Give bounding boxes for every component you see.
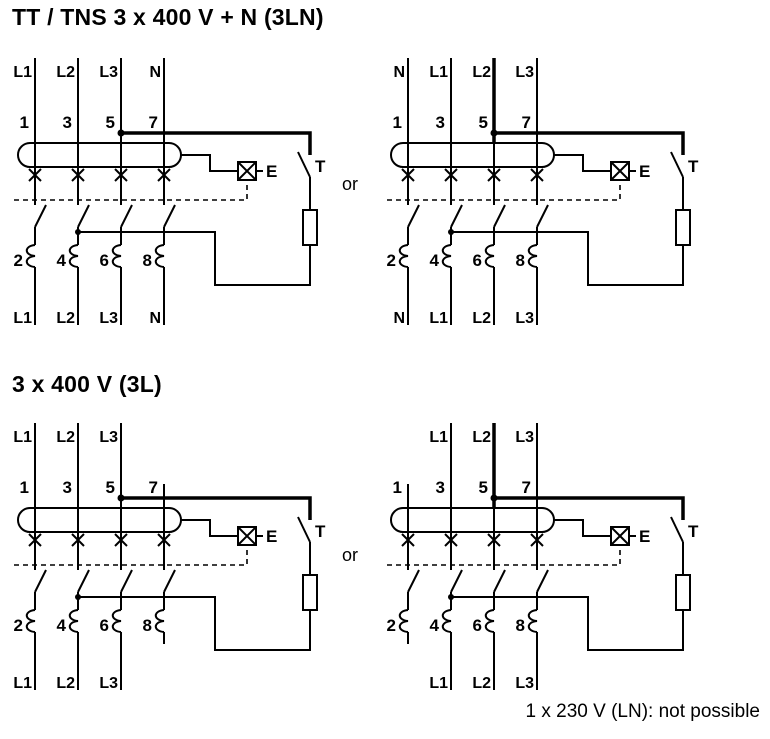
- bottom-phase-label-4: L3: [515, 675, 534, 692]
- top-phase-label-1: N: [393, 64, 405, 81]
- terminal-number-1: 1: [20, 113, 29, 132]
- terminal-number-3: 3: [436, 113, 445, 132]
- top-phase-label-4: L3: [515, 429, 534, 446]
- top-phase-label-2: L2: [56, 64, 75, 81]
- test-label: T: [315, 157, 326, 176]
- terminal-number-4: 4: [430, 616, 440, 635]
- terminal-number-7: 7: [522, 113, 531, 132]
- bottom-phase-label-4: L3: [515, 310, 534, 327]
- bottom-phase-label-1: L1: [13, 675, 32, 692]
- conductor-stubs: [407, 58, 538, 325]
- diagram-3ln-variant-b: N L1 L2 L3 1 3 5 7 2 4 6 8 N L1 L2 L3 E …: [385, 58, 699, 327]
- terminal-number-6: 6: [100, 251, 109, 270]
- terminal-number-7: 7: [149, 113, 158, 132]
- terminal-number-5: 5: [479, 113, 488, 132]
- or-label-bottom: or: [342, 545, 359, 565]
- bottom-phase-label-3: L2: [472, 675, 491, 692]
- top-phase-label-3: L2: [472, 429, 491, 446]
- bottom-phase-label-3: L3: [99, 675, 118, 692]
- terminal-number-8: 8: [143, 251, 152, 270]
- terminal-number-2: 2: [387, 251, 396, 270]
- terminal-number-8: 8: [516, 616, 525, 635]
- top-phase-label-3: L3: [99, 64, 118, 81]
- top-phase-label-2: L1: [429, 64, 448, 81]
- top-phase-label-1: L1: [13, 429, 32, 446]
- terminal-number-6: 6: [100, 616, 109, 635]
- diagram-3l-variant-a: L1 L2 L3 1 3 5 7 2 4 6 8 L1 L2 L3 E T: [12, 423, 326, 692]
- diagram-3ln-variant-a: L1 L2 L3 N 1 3 5 7 2 4 6 8 L1 L2 L3 N E …: [12, 58, 326, 327]
- bottom-phase-label-2: L1: [429, 675, 448, 692]
- terminal-number-8: 8: [516, 251, 525, 270]
- terminal-number-4: 4: [430, 251, 440, 270]
- terminal-number-6: 6: [473, 251, 482, 270]
- terminal-number-2: 2: [14, 616, 23, 635]
- terminal-number-8: 8: [143, 616, 152, 635]
- terminal-number-7: 7: [149, 478, 158, 497]
- terminal-number-3: 3: [63, 478, 72, 497]
- terminal-number-7: 7: [522, 478, 531, 497]
- release-label: E: [639, 527, 650, 546]
- test-label: T: [688, 157, 699, 176]
- bottom-phase-label-3: L3: [99, 310, 118, 327]
- terminal-number-1: 1: [393, 113, 402, 132]
- diagram-3l-variant-b: L1 L2 L3 1 3 5 7 2 4 6 8 L1 L2 L3 E T: [385, 423, 699, 692]
- terminal-number-2: 2: [387, 616, 396, 635]
- conductor-stubs: [407, 423, 538, 690]
- terminal-number-1: 1: [20, 478, 29, 497]
- terminal-number-3: 3: [436, 478, 445, 497]
- bottom-phase-label-1: N: [393, 310, 405, 327]
- top-phase-label-4: L3: [515, 64, 534, 81]
- test-label: T: [315, 522, 326, 541]
- bottom-phase-label-2: L2: [56, 675, 75, 692]
- top-phase-label-3: L3: [99, 429, 118, 446]
- terminal-number-5: 5: [479, 478, 488, 497]
- top-phase-label-1: L1: [13, 64, 32, 81]
- bottom-phase-label-2: L2: [56, 310, 75, 327]
- conductor-stubs: [34, 58, 165, 325]
- or-label-top: or: [342, 174, 359, 194]
- release-label: E: [266, 162, 277, 181]
- release-label: E: [639, 162, 650, 181]
- top-phase-label-3: L2: [472, 64, 491, 81]
- release-label: E: [266, 527, 277, 546]
- conductor-stubs: [34, 423, 165, 690]
- section-title-3ln: TT / TNS 3 x 400 V + N (3LN): [12, 4, 324, 30]
- terminal-number-4: 4: [57, 251, 67, 270]
- bottom-phase-label-4: N: [149, 310, 161, 327]
- section-title-3l: 3 x 400 V (3L): [12, 371, 162, 397]
- top-phase-label-2: L2: [56, 429, 75, 446]
- terminal-number-5: 5: [106, 113, 115, 132]
- terminal-number-2: 2: [14, 251, 23, 270]
- terminal-number-5: 5: [106, 478, 115, 497]
- test-label: T: [688, 522, 699, 541]
- bottom-phase-label-1: L1: [13, 310, 32, 327]
- top-phase-label-4: N: [149, 64, 161, 81]
- bottom-phase-label-2: L1: [429, 310, 448, 327]
- bottom-phase-label-3: L2: [472, 310, 491, 327]
- terminal-number-3: 3: [63, 113, 72, 132]
- terminal-number-1: 1: [393, 478, 402, 497]
- terminal-number-6: 6: [473, 616, 482, 635]
- top-phase-label-2: L1: [429, 429, 448, 446]
- note-ln-not-possible: 1 x 230 V (LN): not possible: [525, 701, 760, 722]
- terminal-number-4: 4: [57, 616, 67, 635]
